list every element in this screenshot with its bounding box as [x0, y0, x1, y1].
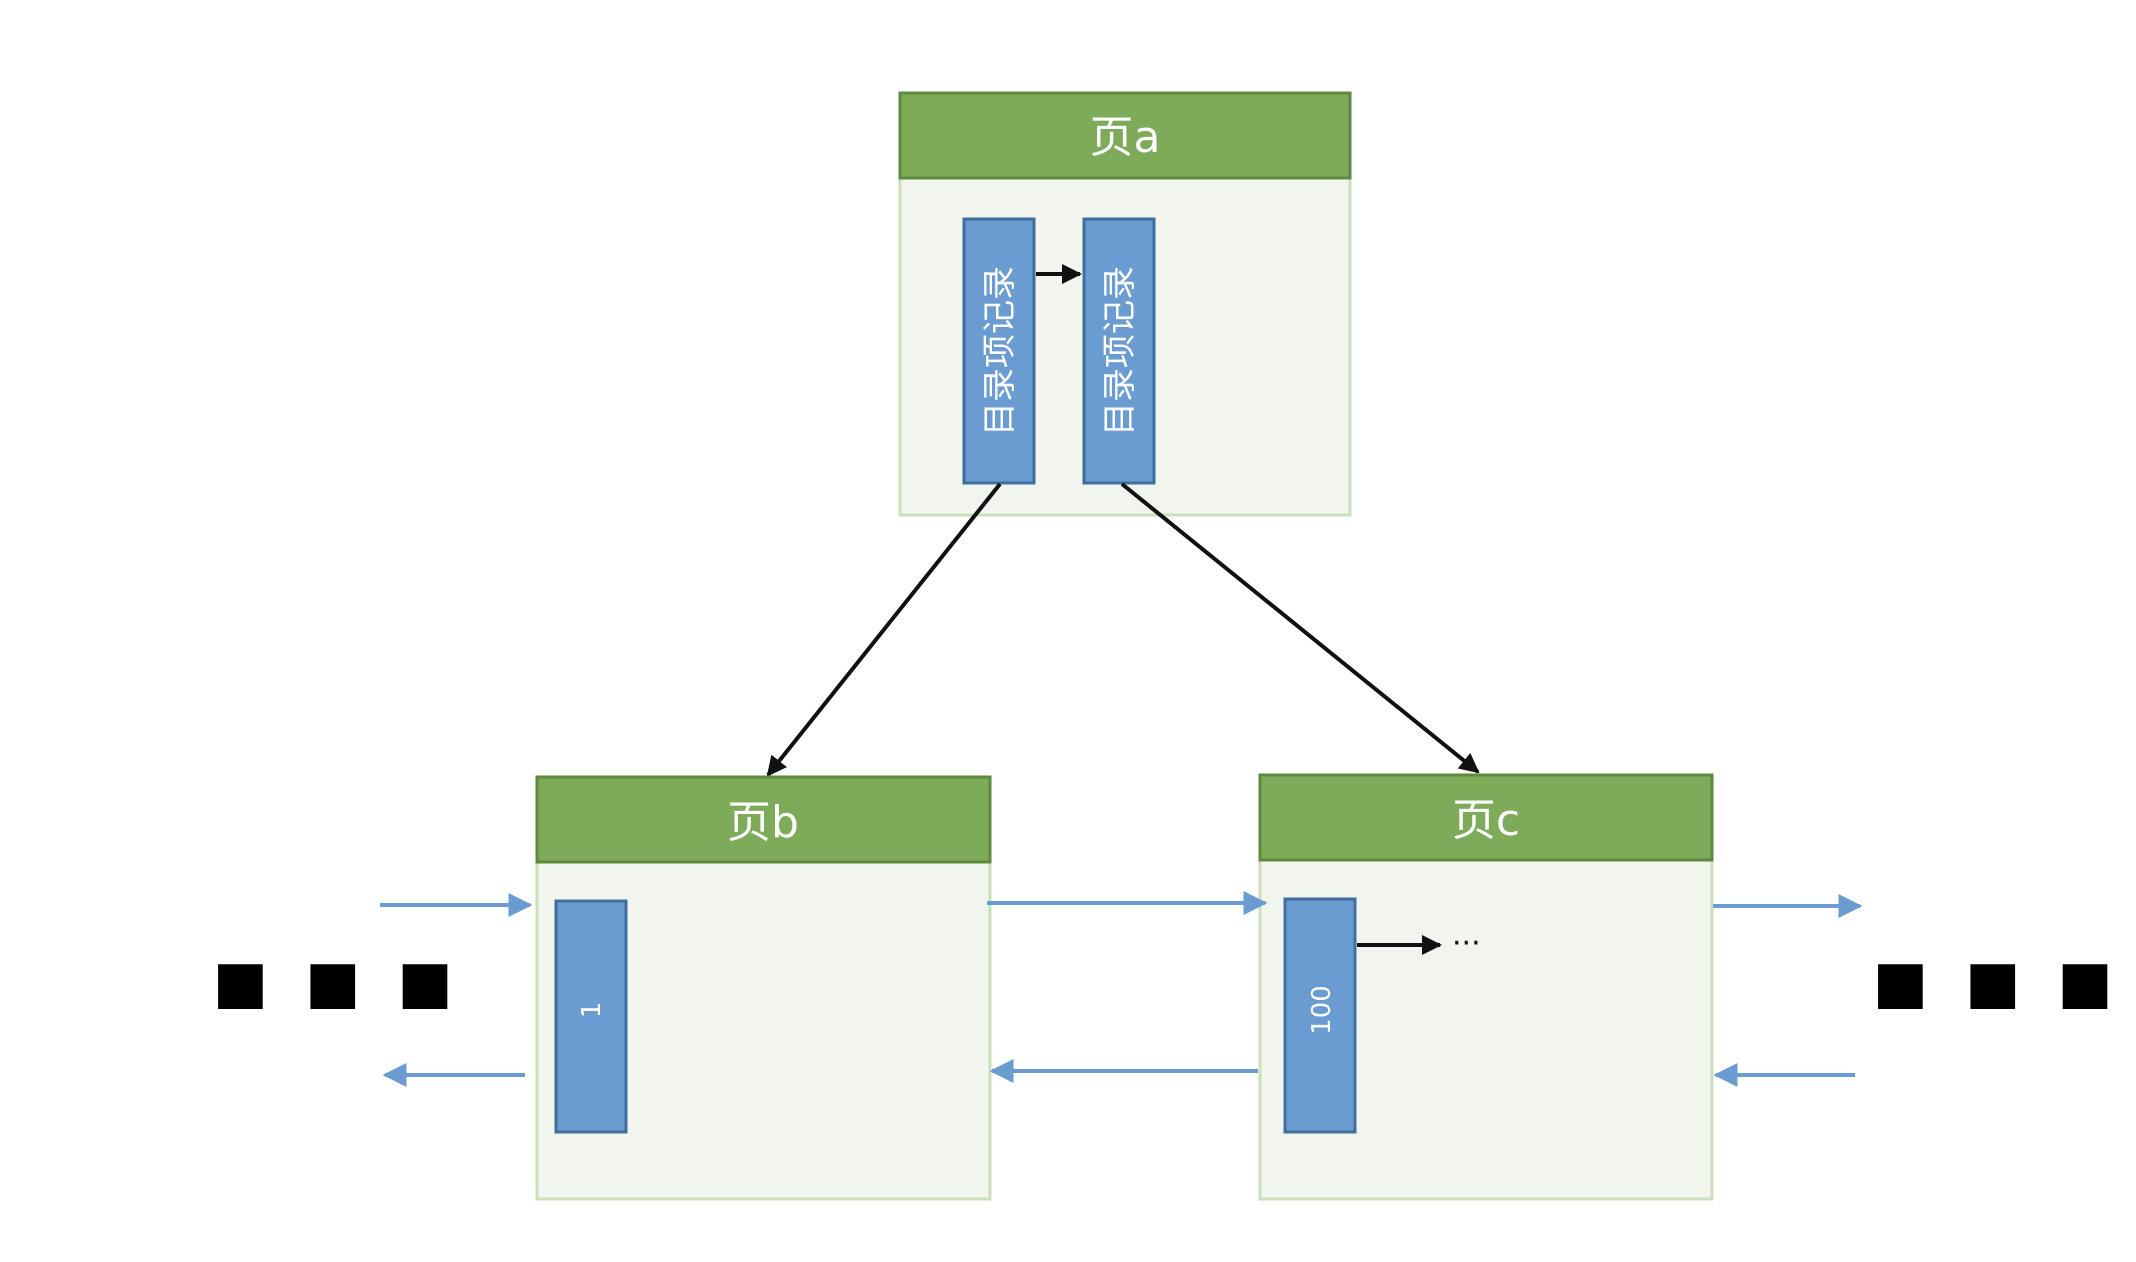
page-a-record-2: [1082, 217, 1156, 485]
left-ellipsis: ▪ ▪ ▪: [210, 927, 456, 1032]
page-a-header: [898, 91, 1352, 180]
page-b-record-1-label: 1: [577, 1002, 607, 1019]
page-c-header: [1258, 773, 1714, 862]
page-b-header: [535, 775, 992, 864]
page-c-record-1-label: 100: [1307, 985, 1337, 1035]
pointer-arrow-to-page-b: [766, 482, 1002, 777]
page-b-record-1: [554, 899, 628, 1134]
record-continuation-ellipsis: ···: [1452, 926, 1481, 961]
right-ellipsis: ▪ ▪ ▪: [1870, 927, 2116, 1032]
page-a-record-1: [962, 217, 1036, 485]
page-a-record-2-label: 目录项记录: [1100, 266, 1140, 436]
page-c-title: 页c: [1452, 795, 1520, 846]
page-c-record-1: [1283, 897, 1357, 1134]
page-c: 页c 100 ···: [1258, 773, 1714, 1201]
pointer-arrow-to-page-c: [1120, 482, 1480, 774]
page-a: 页a 目录项记录 目录项记录: [898, 91, 1352, 517]
page-b: 页b 1: [535, 775, 992, 1201]
page-a-record-1-label: 目录项记录: [980, 266, 1020, 436]
page-b-title: 页b: [727, 797, 799, 848]
page-a-title: 页a: [1090, 112, 1161, 163]
